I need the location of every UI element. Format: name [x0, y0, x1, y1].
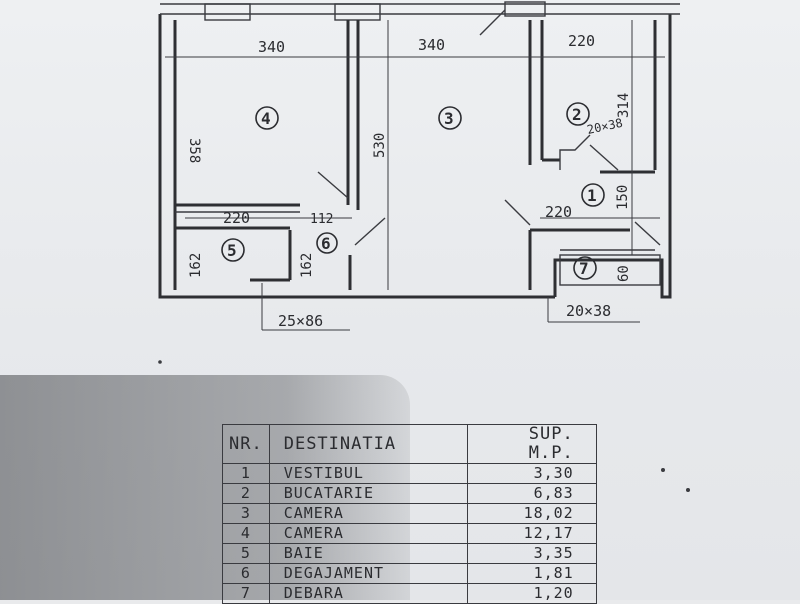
dim-hall-width: 220 — [545, 203, 572, 221]
row-area: 12,17 — [466, 523, 597, 544]
room-number-4: 4 — [261, 109, 271, 128]
row-destination: DEGAJAMENT — [268, 563, 468, 584]
table-row: 4 CAMERA 12,17 — [222, 523, 597, 544]
row-destination: CAMERA — [268, 523, 468, 544]
row-destination: CAMERA — [268, 503, 468, 524]
dim-room2-height: 314 — [616, 93, 632, 118]
room-number-1: 1 — [587, 186, 597, 205]
dimension-labels: 340 340 220 358 530 314 20×38 220 112 22… — [186, 32, 632, 330]
dim-bath-width: 220 — [223, 209, 250, 227]
dim-hallway-width: 112 — [310, 212, 333, 227]
header-nr: NR. — [222, 424, 270, 464]
row-nr: 6 — [222, 563, 270, 584]
dim-room2-width: 220 — [568, 32, 595, 50]
row-destination: BAIE — [268, 543, 468, 564]
row-area: 3,35 — [466, 543, 597, 564]
dimension-lines — [165, 20, 665, 331]
dim-room4-width: 340 — [258, 38, 285, 56]
row-area: 1,20 — [466, 583, 597, 604]
row-nr: 7 — [222, 583, 270, 604]
table-row: 5 BAIE 3,35 — [222, 543, 597, 564]
dim-room3-width: 340 — [418, 36, 445, 54]
row-nr: 4 — [222, 523, 270, 544]
row-nr: 5 — [222, 543, 270, 564]
table-row: 2 BUCATARIE 6,83 — [222, 483, 597, 504]
row-area: 18,02 — [466, 503, 597, 524]
room-number-3: 3 — [444, 109, 454, 128]
room-markers: 4 3 2 1 5 6 7 — [221, 102, 605, 280]
dim-room2-opening: 20×38 — [586, 116, 624, 137]
room-number-7: 7 — [579, 259, 589, 278]
dim-bath-height: 162 — [188, 253, 204, 278]
dim-room3-height: 530 — [372, 133, 388, 158]
dim-hall-height: 150 — [615, 185, 631, 210]
row-area: 6,83 — [466, 483, 597, 504]
row-nr: 1 — [222, 463, 270, 484]
dim-duct-left: 25×86 — [278, 312, 323, 330]
table-row: 1 VESTIBUL 3,30 — [222, 463, 597, 484]
room-number-2: 2 — [572, 105, 582, 124]
row-destination: VESTIBUL — [268, 463, 468, 484]
stray-marks — [158, 360, 690, 492]
row-area: 3,30 — [466, 463, 597, 484]
row-area: 1,81 — [466, 563, 597, 584]
door-swings — [317, 9, 661, 246]
dim-hallway-height: 162 — [299, 253, 315, 278]
exterior-walls — [158, 1, 680, 299]
table-header-row: NR. DESTINATIA SUP. M.P. — [222, 424, 597, 464]
room-number-5: 5 — [227, 241, 237, 260]
header-area: SUP. M.P. — [466, 424, 597, 464]
table-row: 6 DEGAJAMENT 1,81 — [222, 563, 597, 584]
interior-walls — [175, 20, 661, 290]
room-area-table: NR. DESTINATIA SUP. M.P. 1 VESTIBUL 3,30… — [222, 424, 597, 604]
dim-room4-height: 358 — [186, 138, 202, 163]
row-nr: 2 — [222, 483, 270, 504]
row-destination: BUCATARIE — [268, 483, 468, 504]
dim-duct-right: 20×38 — [566, 302, 611, 320]
dim-storage-height: 60 — [616, 265, 632, 282]
row-nr: 3 — [222, 503, 270, 524]
table-row: 3 CAMERA 18,02 — [222, 503, 597, 524]
room-number-6: 6 — [321, 234, 331, 253]
row-destination: DEBARA — [268, 583, 468, 604]
header-destination: DESTINATIA — [268, 424, 468, 464]
table-row: 7 DEBARA 1,20 — [222, 583, 597, 604]
